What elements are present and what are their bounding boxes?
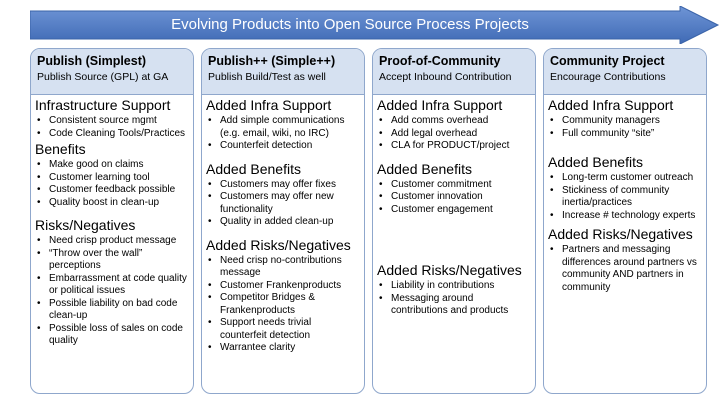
list-item: Customer Frankenproducts <box>206 280 360 293</box>
list-item: Customer commitment <box>377 179 531 192</box>
list-item: Community managers <box>548 115 702 128</box>
list-item: Add comms overhead <box>377 115 531 128</box>
column-subtitle: Publish Source (GPL) at GA <box>37 71 169 83</box>
list-item: Need crisp no-contributions message <box>206 255 360 280</box>
section-title: Added Risks/Negatives <box>548 226 693 242</box>
list-item: Stickiness of community inertia/practice… <box>548 185 702 210</box>
column-subtitle: Publish Build/Test as well <box>208 71 326 83</box>
section-title: Risks/Negatives <box>35 217 136 233</box>
column-header: Publish++ (Simple++) Publish Build/Test … <box>202 49 364 95</box>
list-item: Possible liability on bad code clean-up <box>35 298 189 323</box>
list-item: Competitor Bridges & Frankenproducts <box>206 292 360 317</box>
list-item: Code Cleaning Tools/Practices <box>35 128 189 141</box>
list-item: Liability in contributions <box>377 280 531 293</box>
column-title: Publish (Simplest) <box>37 54 147 68</box>
section-title: Added Risks/Negatives <box>206 236 351 253</box>
column-community-project: Community Project Encourage Contribution… <box>543 48 707 394</box>
list-item: Quality boost in clean-up <box>35 197 189 210</box>
column-header: Proof-of-Community Accept Inbound Contri… <box>373 49 535 95</box>
list-item: Customer engagement <box>377 204 531 217</box>
section-title: Added Benefits <box>206 160 301 177</box>
list-item: Customers may offer fixes <box>206 179 360 192</box>
section-title: Added Benefits <box>377 160 472 177</box>
section-title: Added Infra Support <box>206 97 332 113</box>
list-item: Make good on claims <box>35 159 189 172</box>
banner-arrow <box>30 6 720 44</box>
column-title: Proof-of-Community <box>379 54 501 68</box>
list-item: Customer innovation <box>377 191 531 204</box>
list-item: Messaging around contributions and produ… <box>377 293 531 318</box>
list-item: Full community “site” <box>548 128 702 141</box>
column-publish-plus: Publish++ (Simple++) Publish Build/Test … <box>201 48 365 394</box>
list-item: Embarrassment at code quality or politic… <box>35 273 189 298</box>
list-item: CLA for PRODUCT/project <box>377 140 531 153</box>
list-item: Long-term customer outreach <box>548 172 702 185</box>
column-subtitle: Encourage Contributions <box>550 71 666 83</box>
section-title: Added Risks/Negatives <box>377 262 522 278</box>
list-item: Increase # technology experts <box>548 210 702 223</box>
list-item: Customers may offer new functionality <box>206 191 360 216</box>
list-item: Customer feedback possible <box>35 184 189 197</box>
column-proof-of-community: Proof-of-Community Accept Inbound Contri… <box>372 48 536 394</box>
list-item: Counterfeit detection <box>206 140 360 153</box>
section-title: Added Infra Support <box>377 97 503 113</box>
list-item: Need crisp product message <box>35 235 189 248</box>
column-header: Publish (Simplest) Publish Source (GPL) … <box>31 49 193 95</box>
section-title: Added Infra Support <box>548 97 674 113</box>
section-title: Added Benefits <box>548 154 643 170</box>
list-item: Customer learning tool <box>35 172 189 185</box>
section-title: Infrastructure Support <box>35 97 171 113</box>
list-item: Possible loss of sales on code quality <box>35 323 189 348</box>
column-header: Community Project Encourage Contribution… <box>544 49 706 95</box>
list-item: Quality in added clean-up <box>206 216 360 229</box>
list-item: Warrantee clarity <box>206 342 360 355</box>
list-item: “Throw over the wall” perceptions <box>35 248 189 273</box>
banner-title: Evolving Products into Open Source Proce… <box>171 16 529 33</box>
list-item: Add legal overhead <box>377 128 531 141</box>
list-item: Partners and messaging differences aroun… <box>548 244 702 294</box>
list-item: Consistent source mgmt <box>35 115 189 128</box>
section-title: Benefits <box>35 141 86 157</box>
list-item: Support needs trivial counterfeit detect… <box>206 317 360 342</box>
column-title: Publish++ (Simple++) <box>208 54 336 68</box>
column-subtitle: Accept Inbound Contribution <box>379 71 512 83</box>
list-item: Add simple communications (e.g. email, w… <box>206 115 360 140</box>
column-publish-simplest: Publish (Simplest) Publish Source (GPL) … <box>30 48 194 394</box>
column-title: Community Project <box>550 54 665 68</box>
